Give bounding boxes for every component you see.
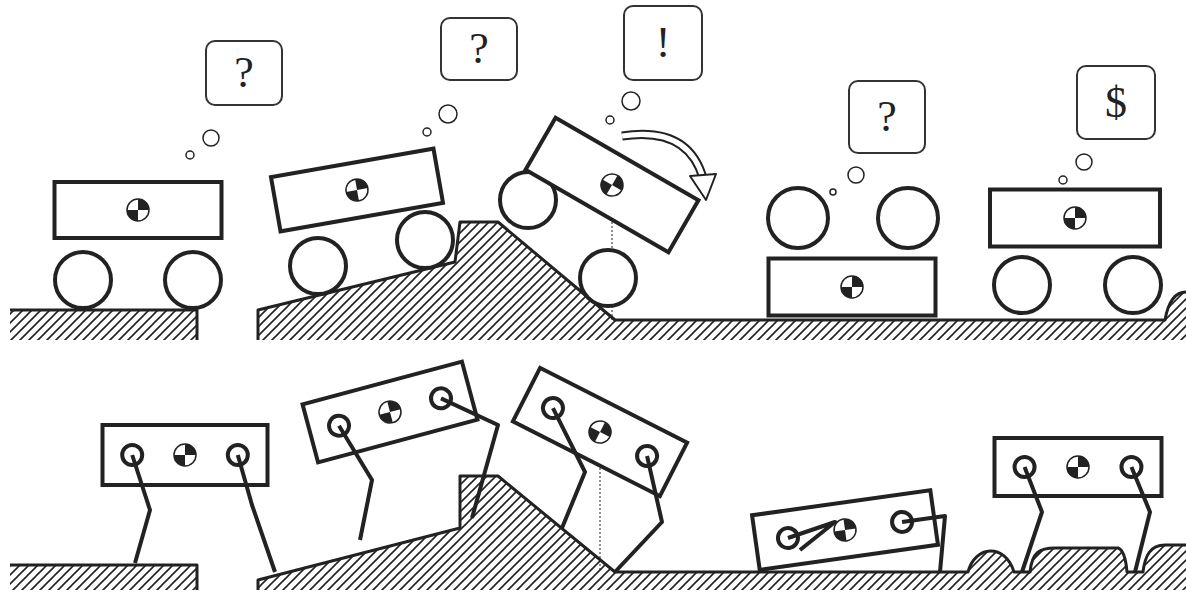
thought-puff [1076,154,1092,170]
robot-leg [788,522,835,550]
robot-leg [441,398,498,518]
thought-bubble: ? [205,40,283,106]
bubble-symbol: ! [656,21,671,65]
leg-joint [327,413,351,437]
thought-puff [203,130,219,146]
legged-robot [995,438,1162,496]
bubble-symbol: $ [1105,81,1127,125]
wheel [290,238,346,294]
center-of-mass [1067,456,1089,478]
ground-surface [10,310,197,340]
wheel [397,212,453,268]
wheel [878,188,938,248]
robot-leg [1022,467,1042,572]
wheel [165,252,221,308]
bubble-symbol: ? [469,27,489,71]
robot-leg [553,408,585,528]
thought-puff [423,128,431,136]
robot-leg [1131,467,1150,572]
center-of-mass [377,399,404,426]
wheel [1105,257,1161,313]
wheel [55,252,111,308]
center-of-mass [127,199,149,221]
legged-robot [513,368,687,496]
robot-leg [238,455,275,572]
thought-puff [186,151,194,159]
center-of-mass [841,276,863,298]
wheeled-robot [769,259,936,316]
legged-robot [303,362,478,463]
wheeled-robot [55,182,222,238]
robot-leg [339,426,372,540]
thought-puff [830,189,836,195]
center-of-mass [597,170,627,200]
robot-leg [132,455,150,563]
center-of-mass [1064,207,1086,229]
legged-robot [752,490,938,570]
thought-puff [439,105,457,123]
thought-puff [1059,176,1067,184]
bubble-symbol: ? [877,95,897,139]
center-of-mass [344,177,369,202]
wheel [580,250,636,306]
thought-bubble: ? [848,80,926,154]
tip-arrow-outline [622,134,703,178]
center-of-mass [585,417,615,447]
thought-bubble: ? [440,17,518,81]
wheel [994,257,1050,313]
ground-hatch [10,565,197,590]
thought-puff [622,92,640,110]
tip-arrow-head [690,174,716,200]
wheeled-robot [990,190,1160,247]
thought-puff [606,116,614,124]
wheeled-robot [271,149,443,232]
thought-puff [848,167,864,183]
leg-joint [777,527,800,550]
ground-hatch [10,310,197,340]
thought-bubble: ! [623,5,703,81]
wheel [768,188,828,248]
robot-leg [902,516,945,572]
ground-surface [10,565,197,590]
bubble-symbol: ? [234,51,254,95]
leg-joint [634,443,661,470]
tip-arrow-fill [622,134,703,178]
robot-leg [615,456,662,572]
center-of-mass [174,444,196,466]
thought-bubble: $ [1076,65,1156,140]
